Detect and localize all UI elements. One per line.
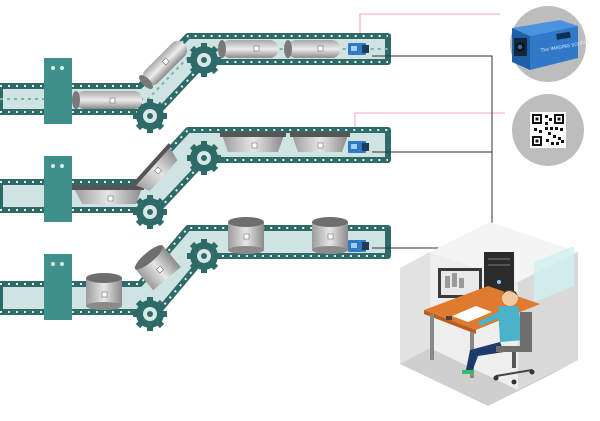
product-pot — [86, 273, 122, 310]
inline-camera-icon — [348, 240, 369, 252]
operator-workstation-icon — [400, 222, 578, 406]
product-tray — [220, 132, 286, 152]
product-pot — [228, 217, 264, 254]
industrial-camera-icon: The IMAGING SOURCE — [510, 6, 590, 82]
support-pillar — [44, 254, 72, 320]
product-cylinder — [218, 40, 278, 58]
data-cables — [372, 55, 493, 249]
support-pillar — [44, 58, 72, 124]
gear-icon — [133, 195, 167, 229]
support-pillar — [44, 156, 72, 222]
product-tray — [72, 185, 144, 204]
gear-icon — [133, 297, 167, 331]
inline-camera-icon — [348, 141, 369, 153]
product-cylinder — [72, 91, 142, 109]
product-pot — [312, 217, 348, 254]
product-tray — [131, 143, 178, 191]
gear-icon — [187, 43, 221, 77]
inline-camera-icon — [348, 43, 369, 55]
gear-icon — [187, 239, 221, 273]
conveyor-line-1 — [0, 33, 391, 133]
qr-code-icon — [512, 94, 584, 166]
product-cylinder — [284, 40, 340, 58]
product-pot — [134, 245, 181, 291]
product-tray — [290, 132, 350, 152]
signal-lines — [354, 13, 505, 140]
conveyor-line-2 — [0, 127, 391, 229]
conveyor-line-3 — [0, 217, 391, 331]
product-cylinder — [139, 40, 188, 89]
gear-icon — [187, 141, 221, 175]
